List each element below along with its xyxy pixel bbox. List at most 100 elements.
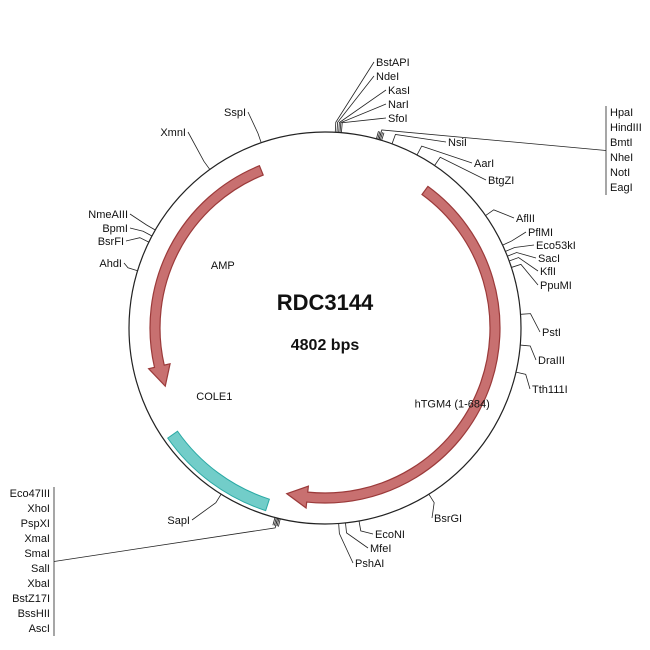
group-tick xyxy=(273,517,277,526)
feature-arrow xyxy=(285,185,501,510)
site-label: EcoNI xyxy=(375,529,405,541)
site-bsrgi: BsrGI xyxy=(428,494,462,525)
site-ppumi: PpuMI xyxy=(511,263,572,292)
site-label: BstAPI xyxy=(376,57,410,69)
site-sapi: SapI xyxy=(167,494,222,527)
group-tick xyxy=(378,131,382,140)
site-leader xyxy=(339,103,387,133)
site-label: NsiI xyxy=(448,137,467,149)
site-leader xyxy=(336,75,375,133)
site-label: NmeAIII xyxy=(88,209,128,221)
site-xmni: XmnI xyxy=(160,127,211,170)
site-econi: EcoNI xyxy=(358,520,405,541)
site-leader xyxy=(509,257,539,272)
site-nsii: NsiI xyxy=(391,133,467,149)
group-site-label: EagI xyxy=(610,182,633,194)
group-site-label: SalI xyxy=(31,563,50,575)
group-site-label: BstZ17I xyxy=(12,593,50,605)
site-label: Tth111I xyxy=(532,384,568,396)
site-label: BtgZI xyxy=(488,175,514,187)
site-leader xyxy=(247,111,262,143)
site-leader xyxy=(434,156,487,181)
site-leader xyxy=(129,227,153,237)
site-label: NarI xyxy=(388,99,409,111)
site-leader xyxy=(520,313,541,333)
site-groups-layer: HpaIHindIIIBmtINheINotIEagIEco47IIIXhoIP… xyxy=(10,106,642,636)
group-site-label: BmtI xyxy=(610,137,633,149)
site-label: XmnI xyxy=(160,127,186,139)
group-site-label: HindIII xyxy=(610,122,642,134)
site-kfli: KflI xyxy=(509,257,556,278)
plasmid-size: 4802 bps xyxy=(291,337,360,354)
site-ahdi: AhdI xyxy=(99,258,138,272)
site-leader xyxy=(123,262,138,272)
site-label: PshAI xyxy=(355,558,384,570)
site-draiii: DraIII xyxy=(520,344,565,367)
site-bsrfi: BsrFI xyxy=(98,236,150,248)
site-label: PflMI xyxy=(528,227,553,239)
group-tick xyxy=(376,131,379,139)
site-label: SspI xyxy=(224,107,246,119)
site-label: Eco53kI xyxy=(536,240,576,252)
group-tick xyxy=(276,518,280,527)
site-leader xyxy=(391,133,447,144)
site-label: PstI xyxy=(542,327,561,339)
site-leader xyxy=(428,494,435,519)
group-connector xyxy=(378,129,607,151)
group-site-label: SmaI xyxy=(24,548,50,560)
site-leader xyxy=(338,89,387,133)
site-label: AhdI xyxy=(99,258,122,270)
site-label: BsrGI xyxy=(434,513,462,525)
site-psti: PstI xyxy=(520,313,561,339)
group-tick xyxy=(379,132,383,141)
site-label: AarI xyxy=(474,158,494,170)
site-leader xyxy=(515,371,531,390)
site-label: PpuMI xyxy=(540,280,572,292)
plasmid-name: RDC3144 xyxy=(277,290,374,315)
site-kasi: KasI xyxy=(338,85,410,133)
site-mfei: MfeI xyxy=(345,522,391,555)
group-site-label: XhoI xyxy=(27,503,50,515)
site-aflii: AflII xyxy=(485,209,535,225)
site-leader xyxy=(191,494,222,521)
group-tick xyxy=(278,518,281,527)
feature-box xyxy=(167,430,271,512)
site-pshai: PshAI xyxy=(338,523,384,570)
site-leader xyxy=(485,209,515,219)
feature-label: COLE1 xyxy=(196,391,232,403)
site-tth111i: Tth111I xyxy=(515,371,568,396)
group-site-label: BssHII xyxy=(18,608,50,620)
site-label: MfeI xyxy=(370,543,391,555)
group-tick xyxy=(377,131,381,140)
site-leader xyxy=(507,252,537,259)
site-leader xyxy=(334,61,375,133)
site-bstapi: BstAPI xyxy=(334,57,410,133)
feature-amp: AMP xyxy=(147,164,264,388)
site-leader xyxy=(502,231,527,246)
group-site-label: XmaI xyxy=(24,533,50,545)
site-leader xyxy=(187,131,211,170)
site-sfoi: SfoI xyxy=(341,113,408,133)
site-group-left: Eco47IIIXhoIPspXIXmaISmaISalIXbaIBstZ17I… xyxy=(10,487,281,636)
site-nari: NarI xyxy=(339,99,409,133)
site-label: BpmI xyxy=(102,223,128,235)
site-label: SapI xyxy=(167,515,190,527)
feature-arrow xyxy=(147,164,264,388)
group-connector xyxy=(53,518,278,562)
group-tick xyxy=(381,132,385,141)
feature-label: AMP xyxy=(211,260,235,272)
site-leader xyxy=(358,520,374,535)
site-label: SfoI xyxy=(388,113,408,125)
site-leader xyxy=(520,344,537,361)
group-site-label: HpaI xyxy=(610,107,633,119)
backbone-circle xyxy=(128,131,522,525)
site-eco53ki: Eco53kI xyxy=(505,240,576,252)
group-site-label: NheI xyxy=(610,152,633,164)
site-label: KasI xyxy=(388,85,410,97)
site-label: DraIII xyxy=(538,355,565,367)
group-tick xyxy=(272,517,276,526)
site-leader xyxy=(129,213,156,231)
